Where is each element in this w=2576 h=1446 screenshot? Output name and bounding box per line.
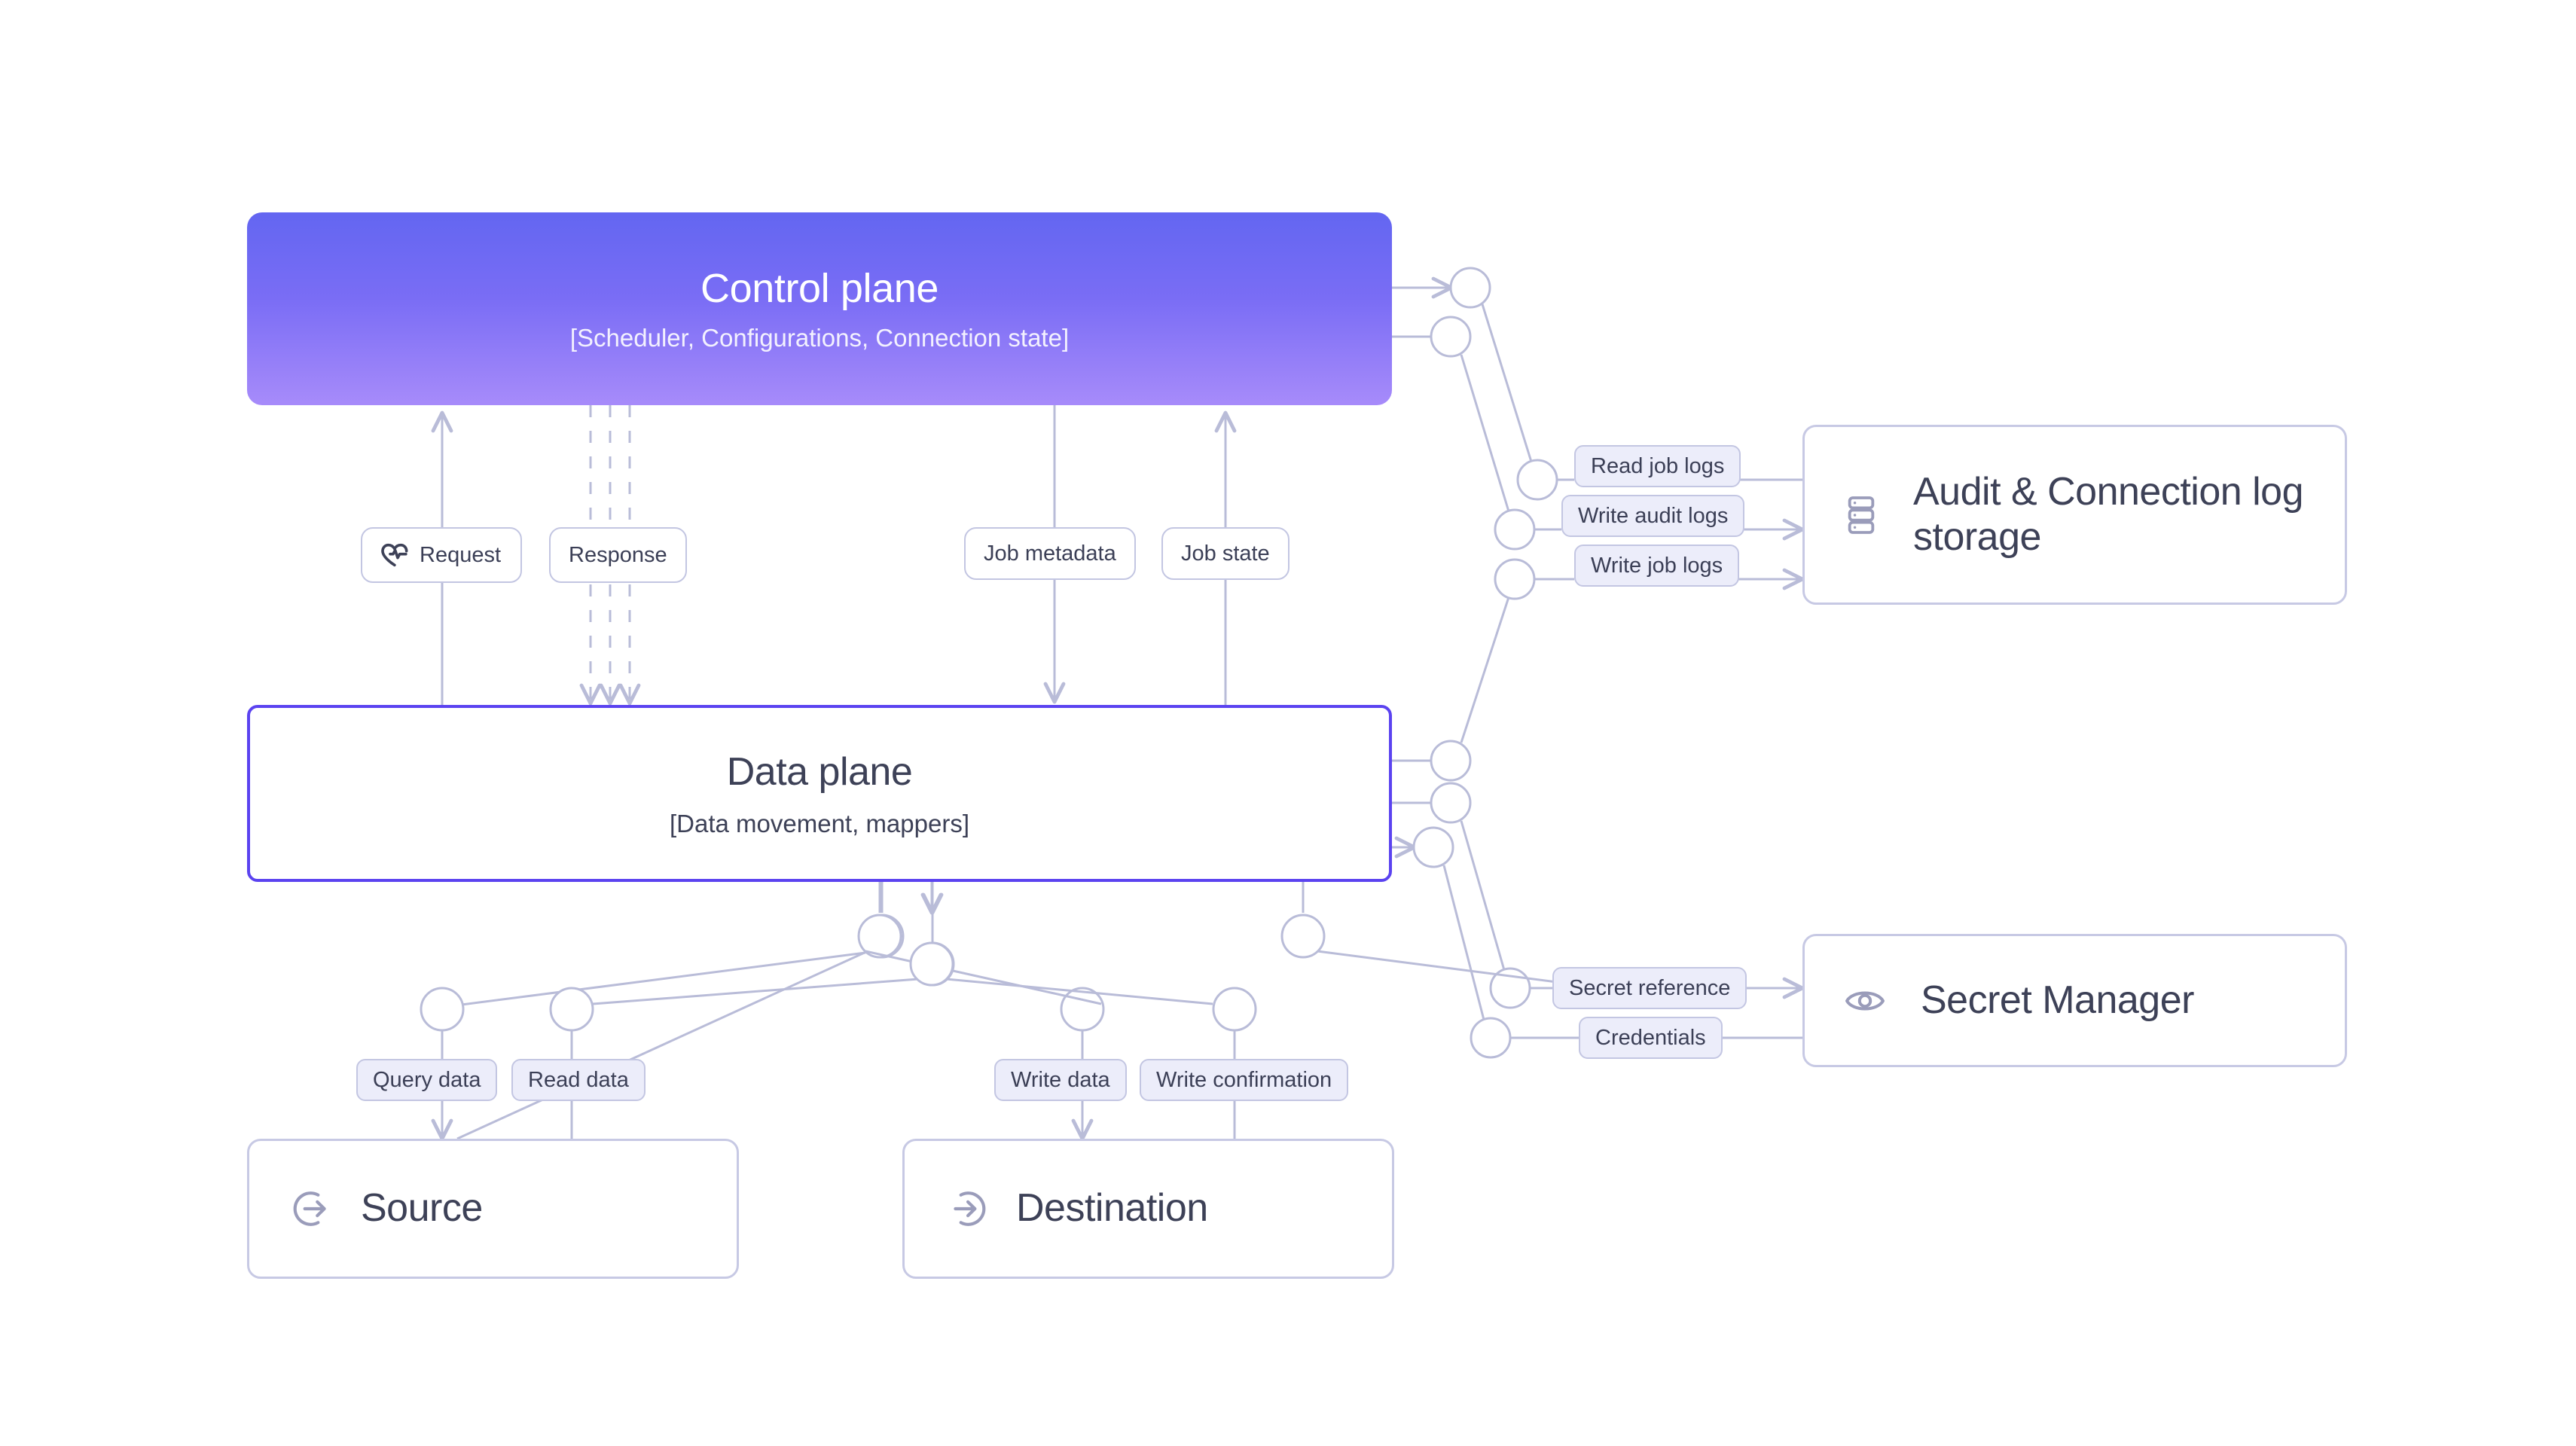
control-plane-title: Control plane	[700, 266, 939, 311]
audit-log-storage-node[interactable]: Audit & Connection log storage	[1802, 425, 2347, 605]
edge-label-read-data-text: Read data	[528, 1067, 629, 1092]
edge-label-write-job-logs[interactable]: Write job logs	[1574, 545, 1740, 587]
edge-label-read-data[interactable]: Read data	[511, 1059, 646, 1101]
edge-label-write-confirmation[interactable]: Write confirmation	[1140, 1059, 1349, 1101]
edge-label-response[interactable]: Response	[549, 527, 687, 583]
edge-label-query-data[interactable]: Query data	[356, 1059, 498, 1101]
data-plane-subtitle: [Data movement, mappers]	[670, 809, 969, 837]
edge-label-job-state[interactable]: Job state	[1161, 527, 1290, 580]
edge-label-request[interactable]: Request	[361, 527, 523, 583]
edge-label-secret-reference-text: Secret reference	[1569, 975, 1731, 1000]
source-title: Source	[361, 1186, 483, 1231]
edge-label-write-data-text: Write data	[1011, 1067, 1110, 1092]
data-plane-node[interactable]: Data plane [Data movement, mappers]	[247, 705, 1392, 882]
database-stack-icon	[1844, 493, 1879, 537]
edge-label-response-text: Response	[569, 542, 667, 567]
control-plane-subtitle: [Scheduler, Configurations, Connection s…	[569, 324, 1070, 352]
edge-read-job-logs-diag	[1481, 304, 1533, 462]
edge-label-write-confirmation-text: Write confirmation	[1156, 1067, 1332, 1092]
heart-pulse-icon	[379, 542, 409, 568]
data-plane-title: Data plane	[726, 749, 913, 794]
destination-node[interactable]: Destination	[902, 1139, 1394, 1279]
control-plane-node[interactable]: Control plane [Scheduler, Configurations…	[247, 212, 1392, 405]
arrow-in-circle-icon	[947, 1188, 987, 1229]
destination-title: Destination	[1016, 1186, 1208, 1231]
edge-label-credentials-text: Credentials	[1595, 1025, 1706, 1050]
edge-label-credentials[interactable]: Credentials	[1579, 1017, 1723, 1059]
audit-log-storage-title: Audit & Connection log storage	[1913, 469, 2304, 559]
edge-label-write-data[interactable]: Write data	[994, 1059, 1127, 1101]
edge-label-job-metadata[interactable]: Job metadata	[964, 527, 1136, 580]
source-node[interactable]: Source	[247, 1139, 739, 1279]
secret-manager-title: Secret Manager	[1921, 978, 2194, 1022]
edge-label-query-data-text: Query data	[373, 1067, 481, 1092]
edge-label-read-job-logs-text: Read job logs	[1591, 453, 1725, 478]
edge-label-write-audit-logs-text: Write audit logs	[1578, 503, 1729, 528]
edge-label-job-state-text: Job state	[1181, 541, 1270, 566]
edge-label-write-job-logs-text: Write job logs	[1591, 553, 1723, 578]
edge-label-request-text: Request	[420, 542, 502, 567]
secret-manager-node[interactable]: Secret Manager	[1802, 934, 2347, 1067]
edge-label-write-audit-logs[interactable]: Write audit logs	[1561, 495, 1745, 537]
edge-label-read-job-logs[interactable]: Read job logs	[1574, 445, 1741, 487]
eye-icon	[1844, 986, 1886, 1016]
edge-label-secret-reference[interactable]: Secret reference	[1552, 967, 1747, 1009]
arrow-out-circle-icon	[291, 1188, 332, 1229]
edge-label-job-metadata-text: Job metadata	[984, 541, 1116, 566]
